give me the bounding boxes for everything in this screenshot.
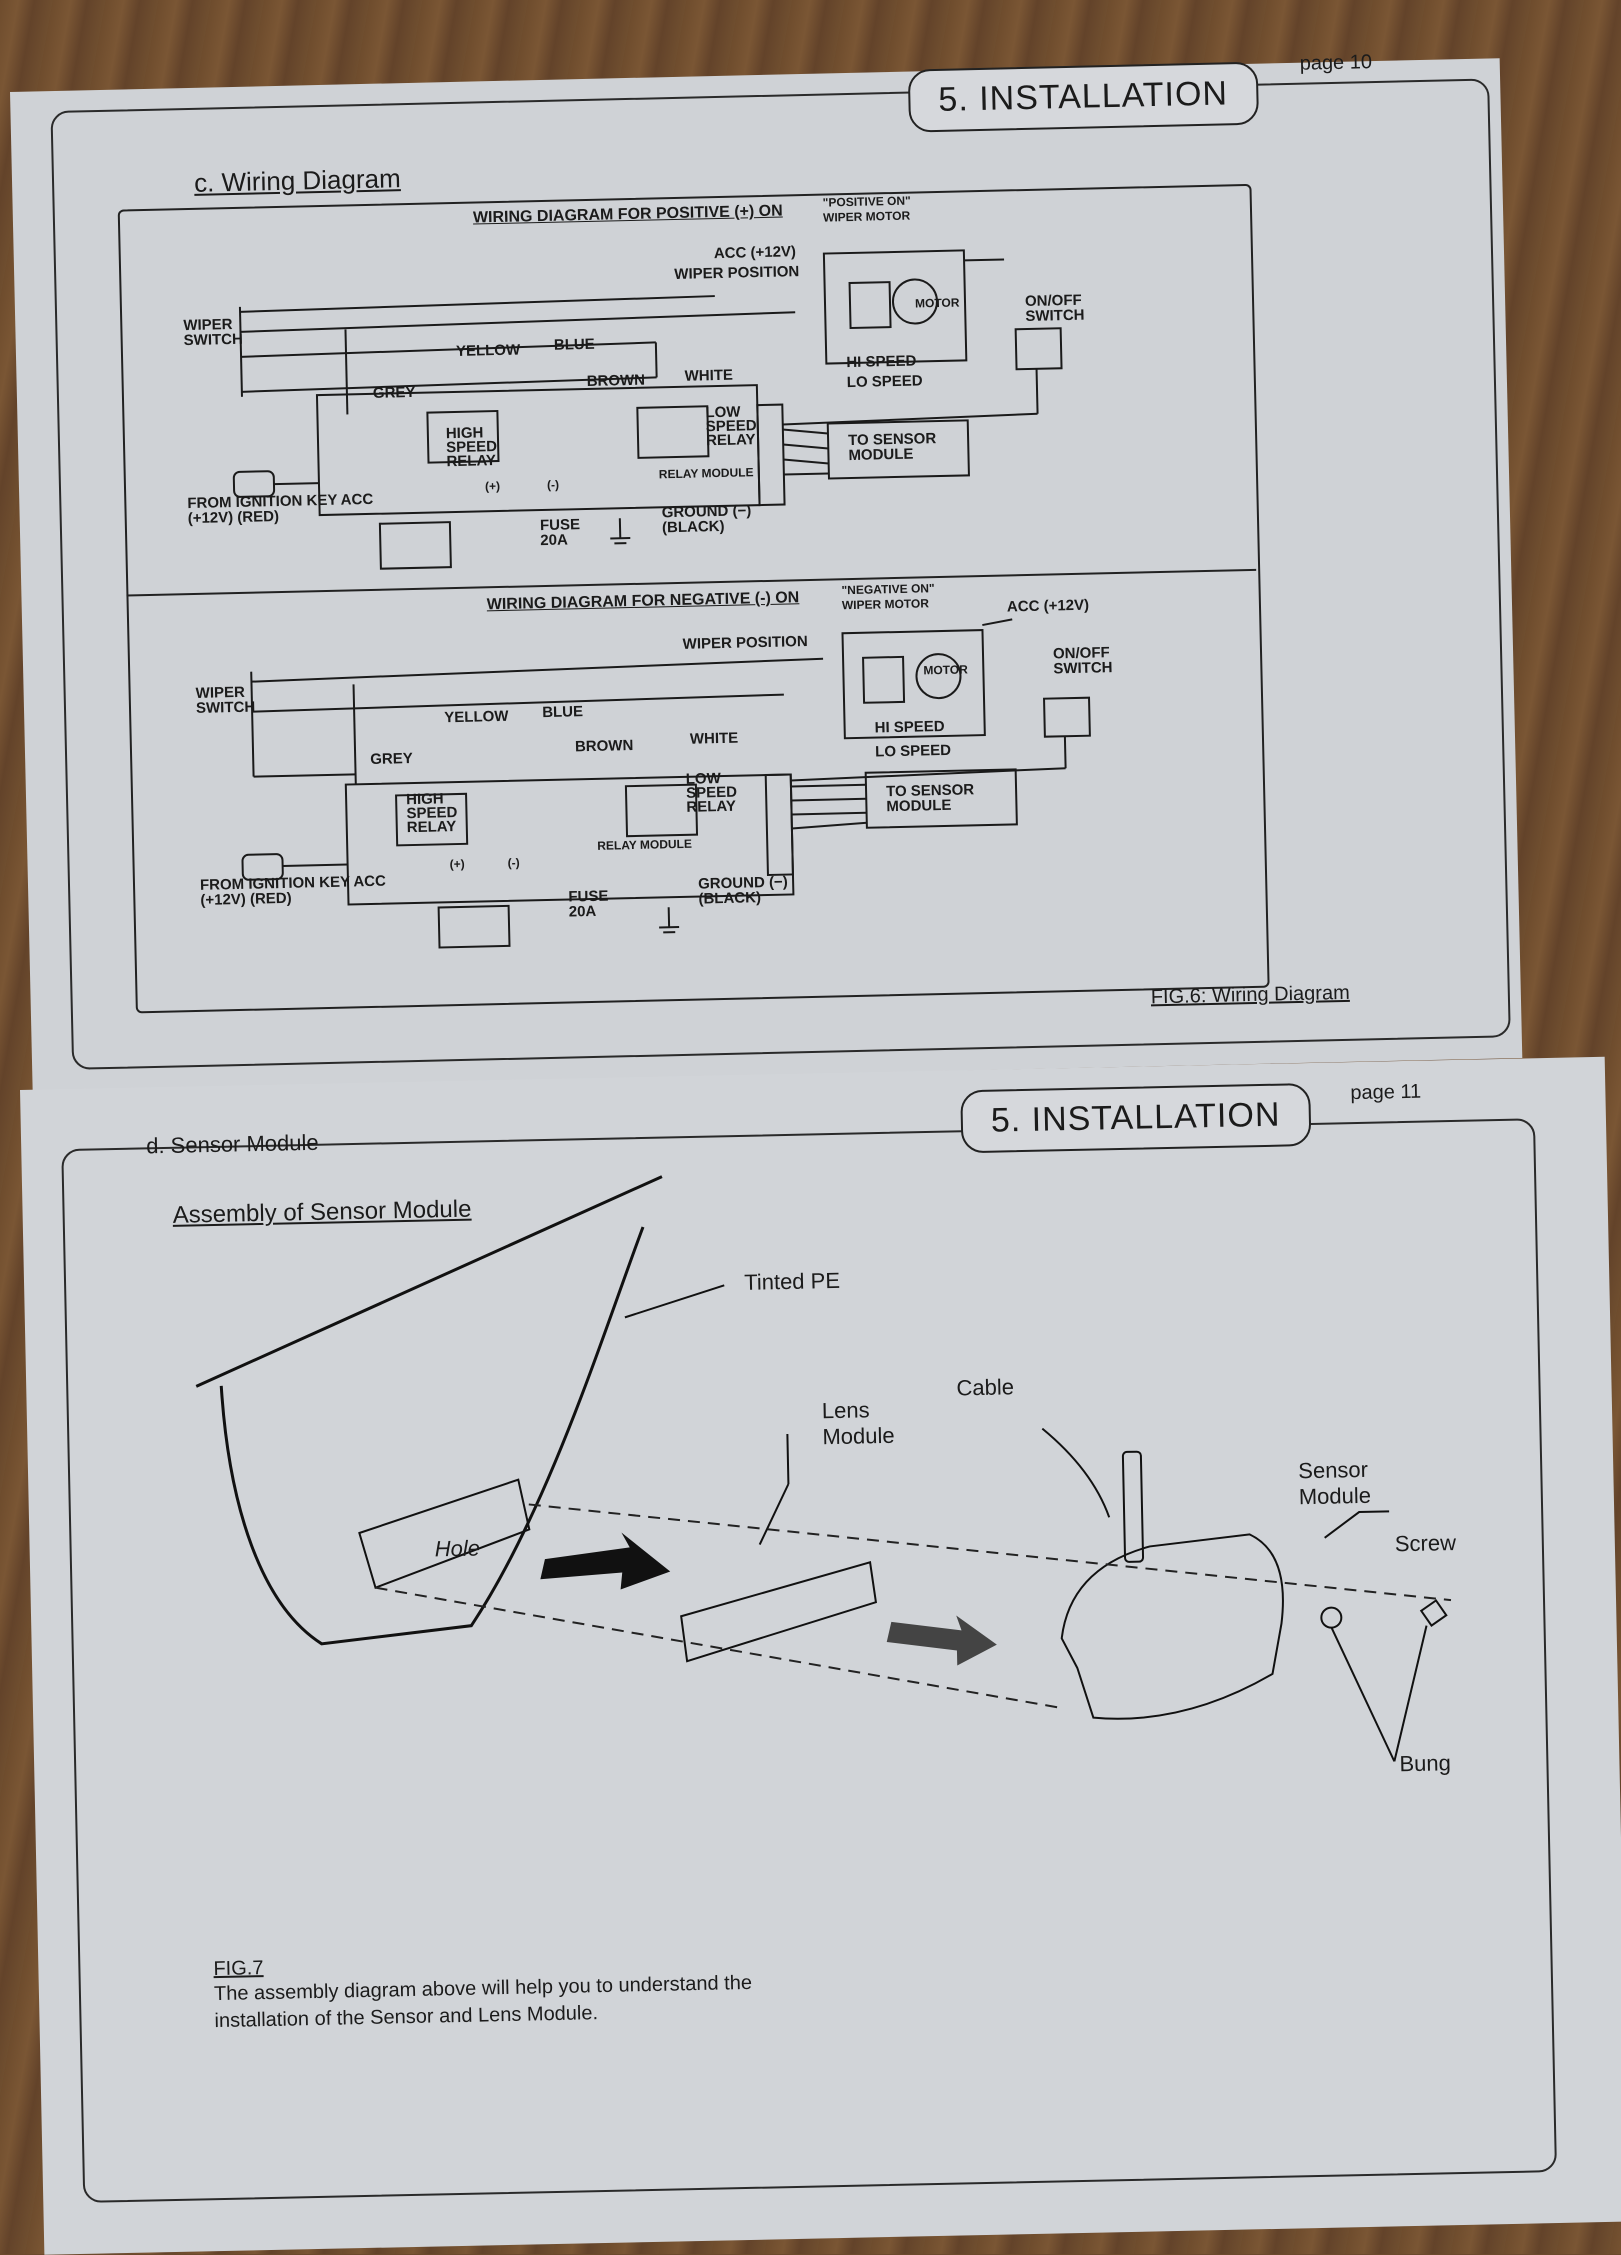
hole-label: Hole (434, 1535, 480, 1562)
cable-label: Cable (956, 1374, 1014, 1401)
sensor-assembly-illustration (20, 1059, 1541, 2090)
sensor-module-label: Sensor Module (1298, 1456, 1399, 1510)
negative-wiring-schematic (10, 65, 1230, 992)
screw-label: Screw (1395, 1530, 1457, 1557)
bung-label: Bung (1399, 1750, 1451, 1777)
figure-caption: FIG.6: Wiring Diagram (1151, 982, 1350, 1010)
page-number: page 10 (1299, 51, 1372, 76)
page-11-sheet: page 11 d. Sensor Module 5. INSTALLATION… (20, 1057, 1621, 2255)
page-10-sheet: page 10 5. INSTALLATION c. Wiring Diagra… (10, 58, 1522, 1092)
tinted-pe-label: Tinted PE (744, 1268, 840, 1296)
lens-module-label: Lens Module (822, 1396, 913, 1450)
